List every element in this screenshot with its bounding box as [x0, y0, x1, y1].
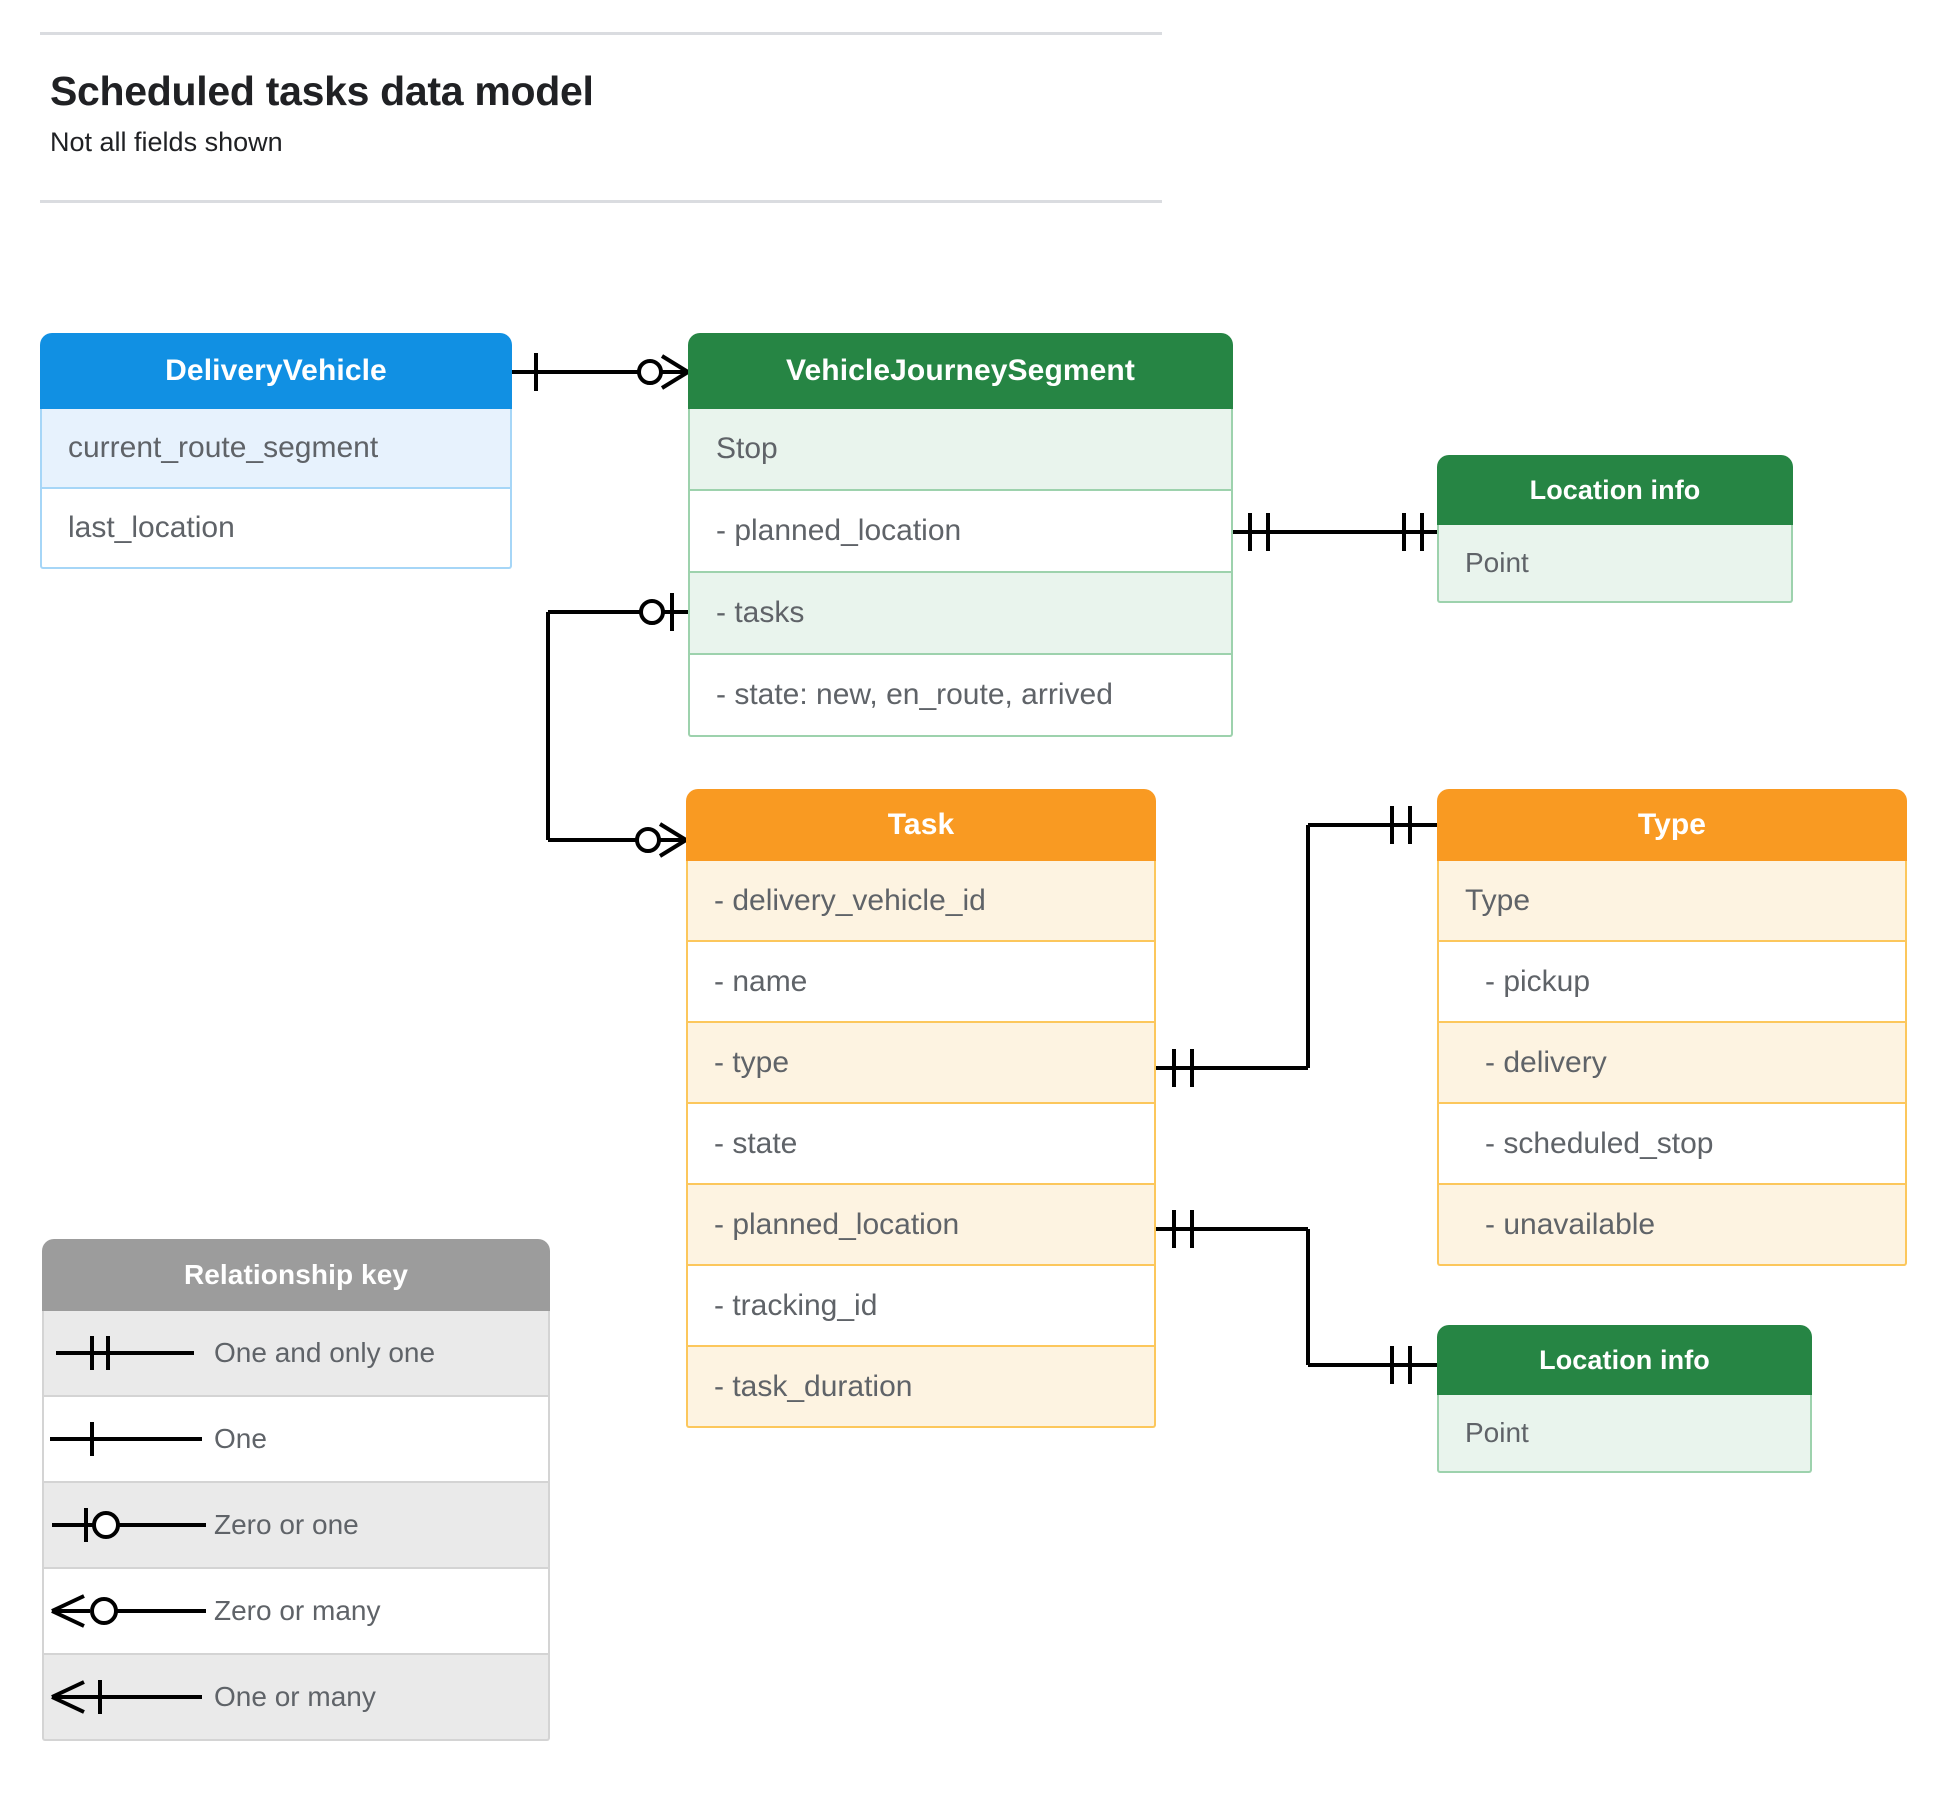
field-row: Point: [1437, 1395, 1812, 1473]
legend-item: Zero or many: [42, 1569, 550, 1655]
field-row: last_location: [40, 489, 512, 569]
legend-item: One and only one: [42, 1311, 550, 1397]
legend-item: Zero or one: [42, 1483, 550, 1569]
field-row: - planned_location: [688, 491, 1233, 573]
field-row: - state: new, en_route, arrived: [688, 655, 1233, 737]
legend-item-label: One: [214, 1423, 267, 1454]
legend-item: One or many: [42, 1655, 550, 1741]
entity-header-task: Task: [686, 789, 1156, 861]
legend-item: One: [42, 1397, 550, 1483]
field-row: - delivery_vehicle_id: [686, 861, 1156, 942]
field-row: - pickup: [1437, 942, 1907, 1023]
field-row: - tracking_id: [686, 1266, 1156, 1347]
entity-header-vehicle-journey-segment: VehicleJourneySegment: [688, 333, 1233, 409]
one-icon: [50, 1422, 202, 1456]
entity-location-info-top[interactable]: Location info Point: [1437, 455, 1793, 603]
legend-item-label: One and only one: [214, 1337, 436, 1368]
relationship-key-legend[interactable]: Relationship key One and only one One: [42, 1239, 550, 1741]
page-subtitle: Not all fields shown: [50, 127, 283, 157]
legend-item-label: One or many: [214, 1681, 376, 1712]
legend-item-label: Zero or one: [214, 1509, 359, 1540]
legend-item-label: Zero or many: [214, 1595, 381, 1626]
field-row: - task_duration: [686, 1347, 1156, 1428]
entity-header-type: Type: [1437, 789, 1907, 861]
field-row: Point: [1437, 525, 1793, 603]
zero-or-one-icon: [52, 1508, 206, 1542]
field-row: - unavailable: [1437, 1185, 1907, 1266]
entity-header-delivery-vehicle: DeliveryVehicle: [40, 333, 512, 409]
zero-or-many-icon: [51, 1594, 206, 1628]
field-row: current_route_segment: [40, 409, 512, 489]
entity-task[interactable]: Task - delivery_vehicle_id - name - type…: [686, 789, 1156, 1428]
entity-delivery-vehicle[interactable]: DeliveryVehicle current_route_segment la…: [40, 333, 512, 569]
field-row: Type: [1437, 861, 1907, 942]
one-or-many-icon: [51, 1680, 202, 1714]
top-divider: [40, 32, 1162, 35]
entity-header-location-info-top: Location info: [1437, 455, 1793, 525]
field-row: Stop: [688, 409, 1233, 491]
field-row: - planned_location: [686, 1185, 1156, 1266]
page-title: Scheduled tasks data model: [50, 68, 594, 114]
field-row: - tasks: [688, 573, 1233, 655]
field-row: - scheduled_stop: [1437, 1104, 1907, 1185]
field-row: - type: [686, 1023, 1156, 1104]
bottom-divider: [40, 200, 1162, 203]
field-row: - name: [686, 942, 1156, 1023]
entity-type[interactable]: Type Type - pickup - delivery - schedule…: [1437, 789, 1907, 1266]
entity-header-location-info-bottom: Location info: [1437, 1325, 1812, 1395]
field-row: - delivery: [1437, 1023, 1907, 1104]
one-and-only-one-icon: [56, 1336, 194, 1370]
entity-location-info-bottom[interactable]: Location info Point: [1437, 1325, 1812, 1473]
entity-vehicle-journey-segment[interactable]: VehicleJourneySegment Stop - planned_loc…: [688, 333, 1233, 737]
field-row: - state: [686, 1104, 1156, 1185]
legend-header: Relationship key: [42, 1239, 550, 1311]
